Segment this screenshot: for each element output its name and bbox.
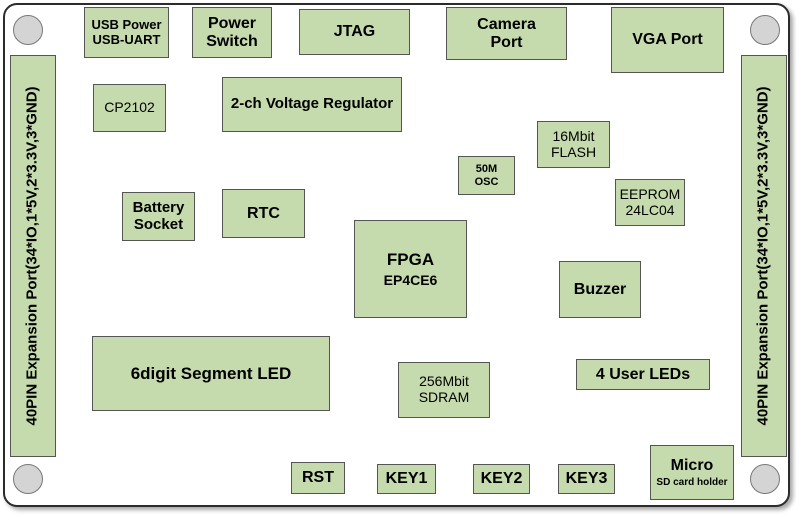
sdram-line1: 256Mbit — [419, 373, 469, 390]
sdram-block: 256Mbit SDRAM — [398, 362, 490, 418]
fpga-line1: FPGA — [386, 249, 435, 269]
camera-port-block: Camera Port — [446, 7, 567, 60]
segment-led-label: 6digit Segment LED — [130, 363, 292, 383]
voltage-regulator-label: 2-ch Voltage Regulator — [230, 95, 394, 113]
key1-label: KEY1 — [385, 470, 428, 488]
oscillator-block: 50M OSC — [458, 156, 515, 195]
key3-button-block: KEY3 — [558, 464, 615, 494]
usb-power-label: USB Power — [91, 16, 162, 32]
sdram-line2: SDRAM — [418, 389, 470, 405]
oscillator-line2: OSC — [474, 175, 499, 188]
battery-socket-line1: Battery — [132, 198, 185, 216]
fpga-block: FPGA EP4CE6 — [354, 220, 467, 318]
flash-line1: 16Mbit — [552, 127, 595, 144]
buzzer-block: Buzzer — [559, 261, 641, 318]
expansion-port-right-label: 40PIN Expansion Port(34*IO,1*5V,2*3.3V,3… — [754, 86, 772, 426]
rst-label: RST — [302, 469, 334, 487]
battery-socket-line2: Socket — [133, 215, 184, 233]
usb-power-block: USB Power USB-UART — [84, 7, 169, 58]
rtc-label: RTC — [247, 204, 280, 222]
jtag-label: JTAG — [333, 23, 376, 41]
eeprom-block: EEPROM 24LC04 — [615, 179, 685, 226]
cp2102-block: CP2102 — [93, 84, 166, 132]
fpga-line2: EP4CE6 — [383, 271, 438, 288]
key1-button-block: KEY1 — [377, 464, 436, 494]
rtc-block: RTC — [222, 189, 305, 238]
voltage-regulator-block: 2-ch Voltage Regulator — [222, 77, 402, 132]
flash-block: 16Mbit FLASH — [537, 121, 610, 168]
user-leds-label: 4 User LEDs — [595, 365, 691, 383]
expansion-port-right: 40PIN Expansion Port(34*IO,1*5V,2*3.3V,3… — [741, 55, 787, 457]
expansion-port-left-label: 40PIN Expansion Port(34*IO,1*5V,2*3.3V,3… — [23, 86, 41, 426]
vga-port-label: VGA Port — [632, 31, 703, 49]
micro-sd-line1: Micro — [670, 456, 714, 474]
segment-led-block: 6digit Segment LED — [92, 336, 330, 411]
rst-button-block: RST — [291, 462, 345, 494]
key2-label: KEY2 — [480, 470, 523, 488]
power-switch-block: Power Switch — [192, 7, 272, 58]
flash-line2: FLASH — [550, 143, 597, 160]
power-switch-line2: Switch — [206, 32, 258, 50]
micro-sd-block: Micro SD card holder — [650, 445, 734, 500]
key3-label: KEY3 — [565, 470, 608, 488]
user-leds-block: 4 User LEDs — [576, 359, 710, 390]
power-switch-line1: Power — [207, 14, 256, 32]
vga-port-block: VGA Port — [611, 7, 724, 73]
eeprom-line2: 24LC04 — [625, 201, 675, 218]
camera-port-line2: Port — [490, 33, 523, 51]
usb-uart-label: USB-UART — [92, 31, 161, 47]
oscillator-line1: 50M — [475, 163, 498, 176]
key2-button-block: KEY2 — [473, 464, 530, 494]
eeprom-line1: EEPROM — [619, 185, 681, 202]
micro-sd-line2: SD card holder — [656, 476, 728, 488]
buzzer-label: Buzzer — [573, 280, 627, 298]
cp2102-label: CP2102 — [104, 99, 155, 116]
mounting-hole-top-right — [750, 15, 780, 45]
mounting-hole-bottom-right — [750, 464, 780, 494]
mounting-hole-top-left — [13, 15, 43, 45]
jtag-block: JTAG — [299, 9, 410, 55]
mounting-hole-bottom-left — [13, 464, 43, 494]
expansion-port-left: 40PIN Expansion Port(34*IO,1*5V,2*3.3V,3… — [10, 55, 56, 457]
camera-port-line1: Camera — [477, 15, 536, 33]
battery-socket-block: Battery Socket — [122, 192, 195, 241]
